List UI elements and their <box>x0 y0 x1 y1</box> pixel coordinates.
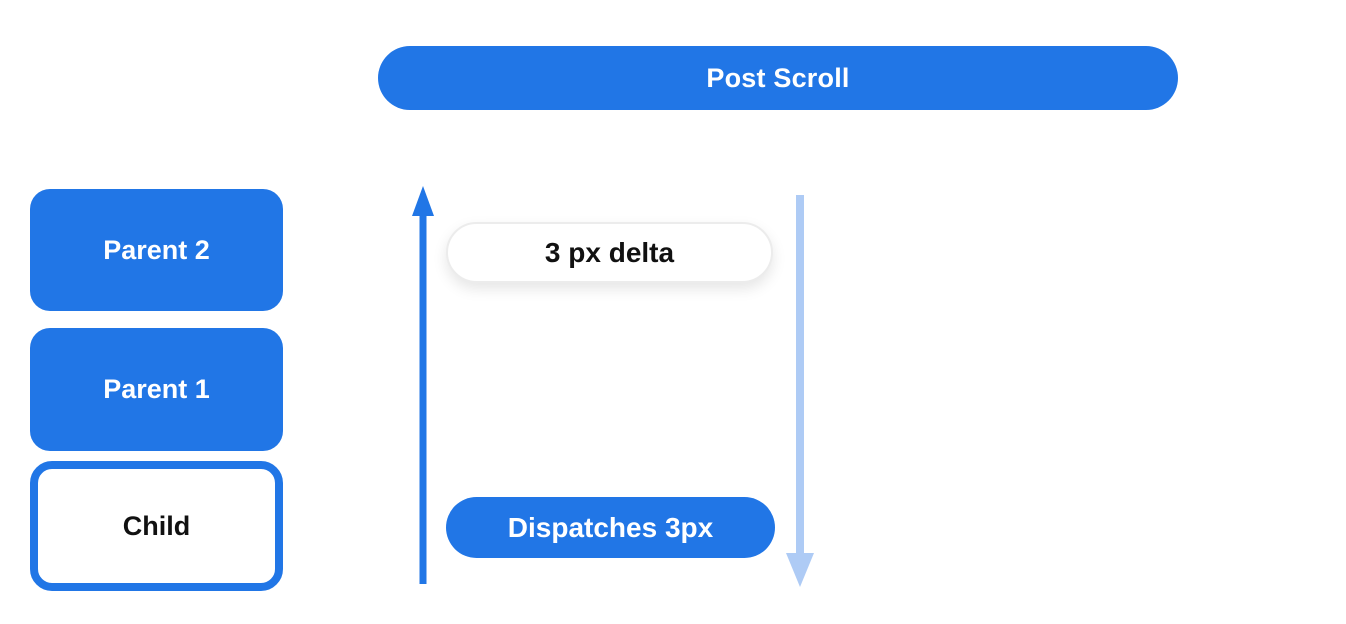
parent2-node: Parent 2 <box>30 189 283 311</box>
child-label: Child <box>122 510 191 541</box>
dispatch-label: Dispatches 3px <box>507 511 714 543</box>
up-arrow-icon <box>412 186 434 584</box>
delta-label: 3 px delta <box>544 236 675 268</box>
dispatch-annotation: Dispatches 3px <box>446 497 775 558</box>
parent1-node: Parent 1 <box>30 328 283 451</box>
parent2-label: Parent 2 <box>103 234 210 265</box>
post-scroll-header: Post Scroll <box>378 46 1178 110</box>
delta-annotation: 3 px delta <box>446 222 773 283</box>
down-arrow-icon <box>786 195 814 587</box>
post-scroll-label: Post Scroll <box>706 62 850 93</box>
child-node: Child <box>30 461 283 591</box>
parent1-label: Parent 1 <box>103 374 210 404</box>
